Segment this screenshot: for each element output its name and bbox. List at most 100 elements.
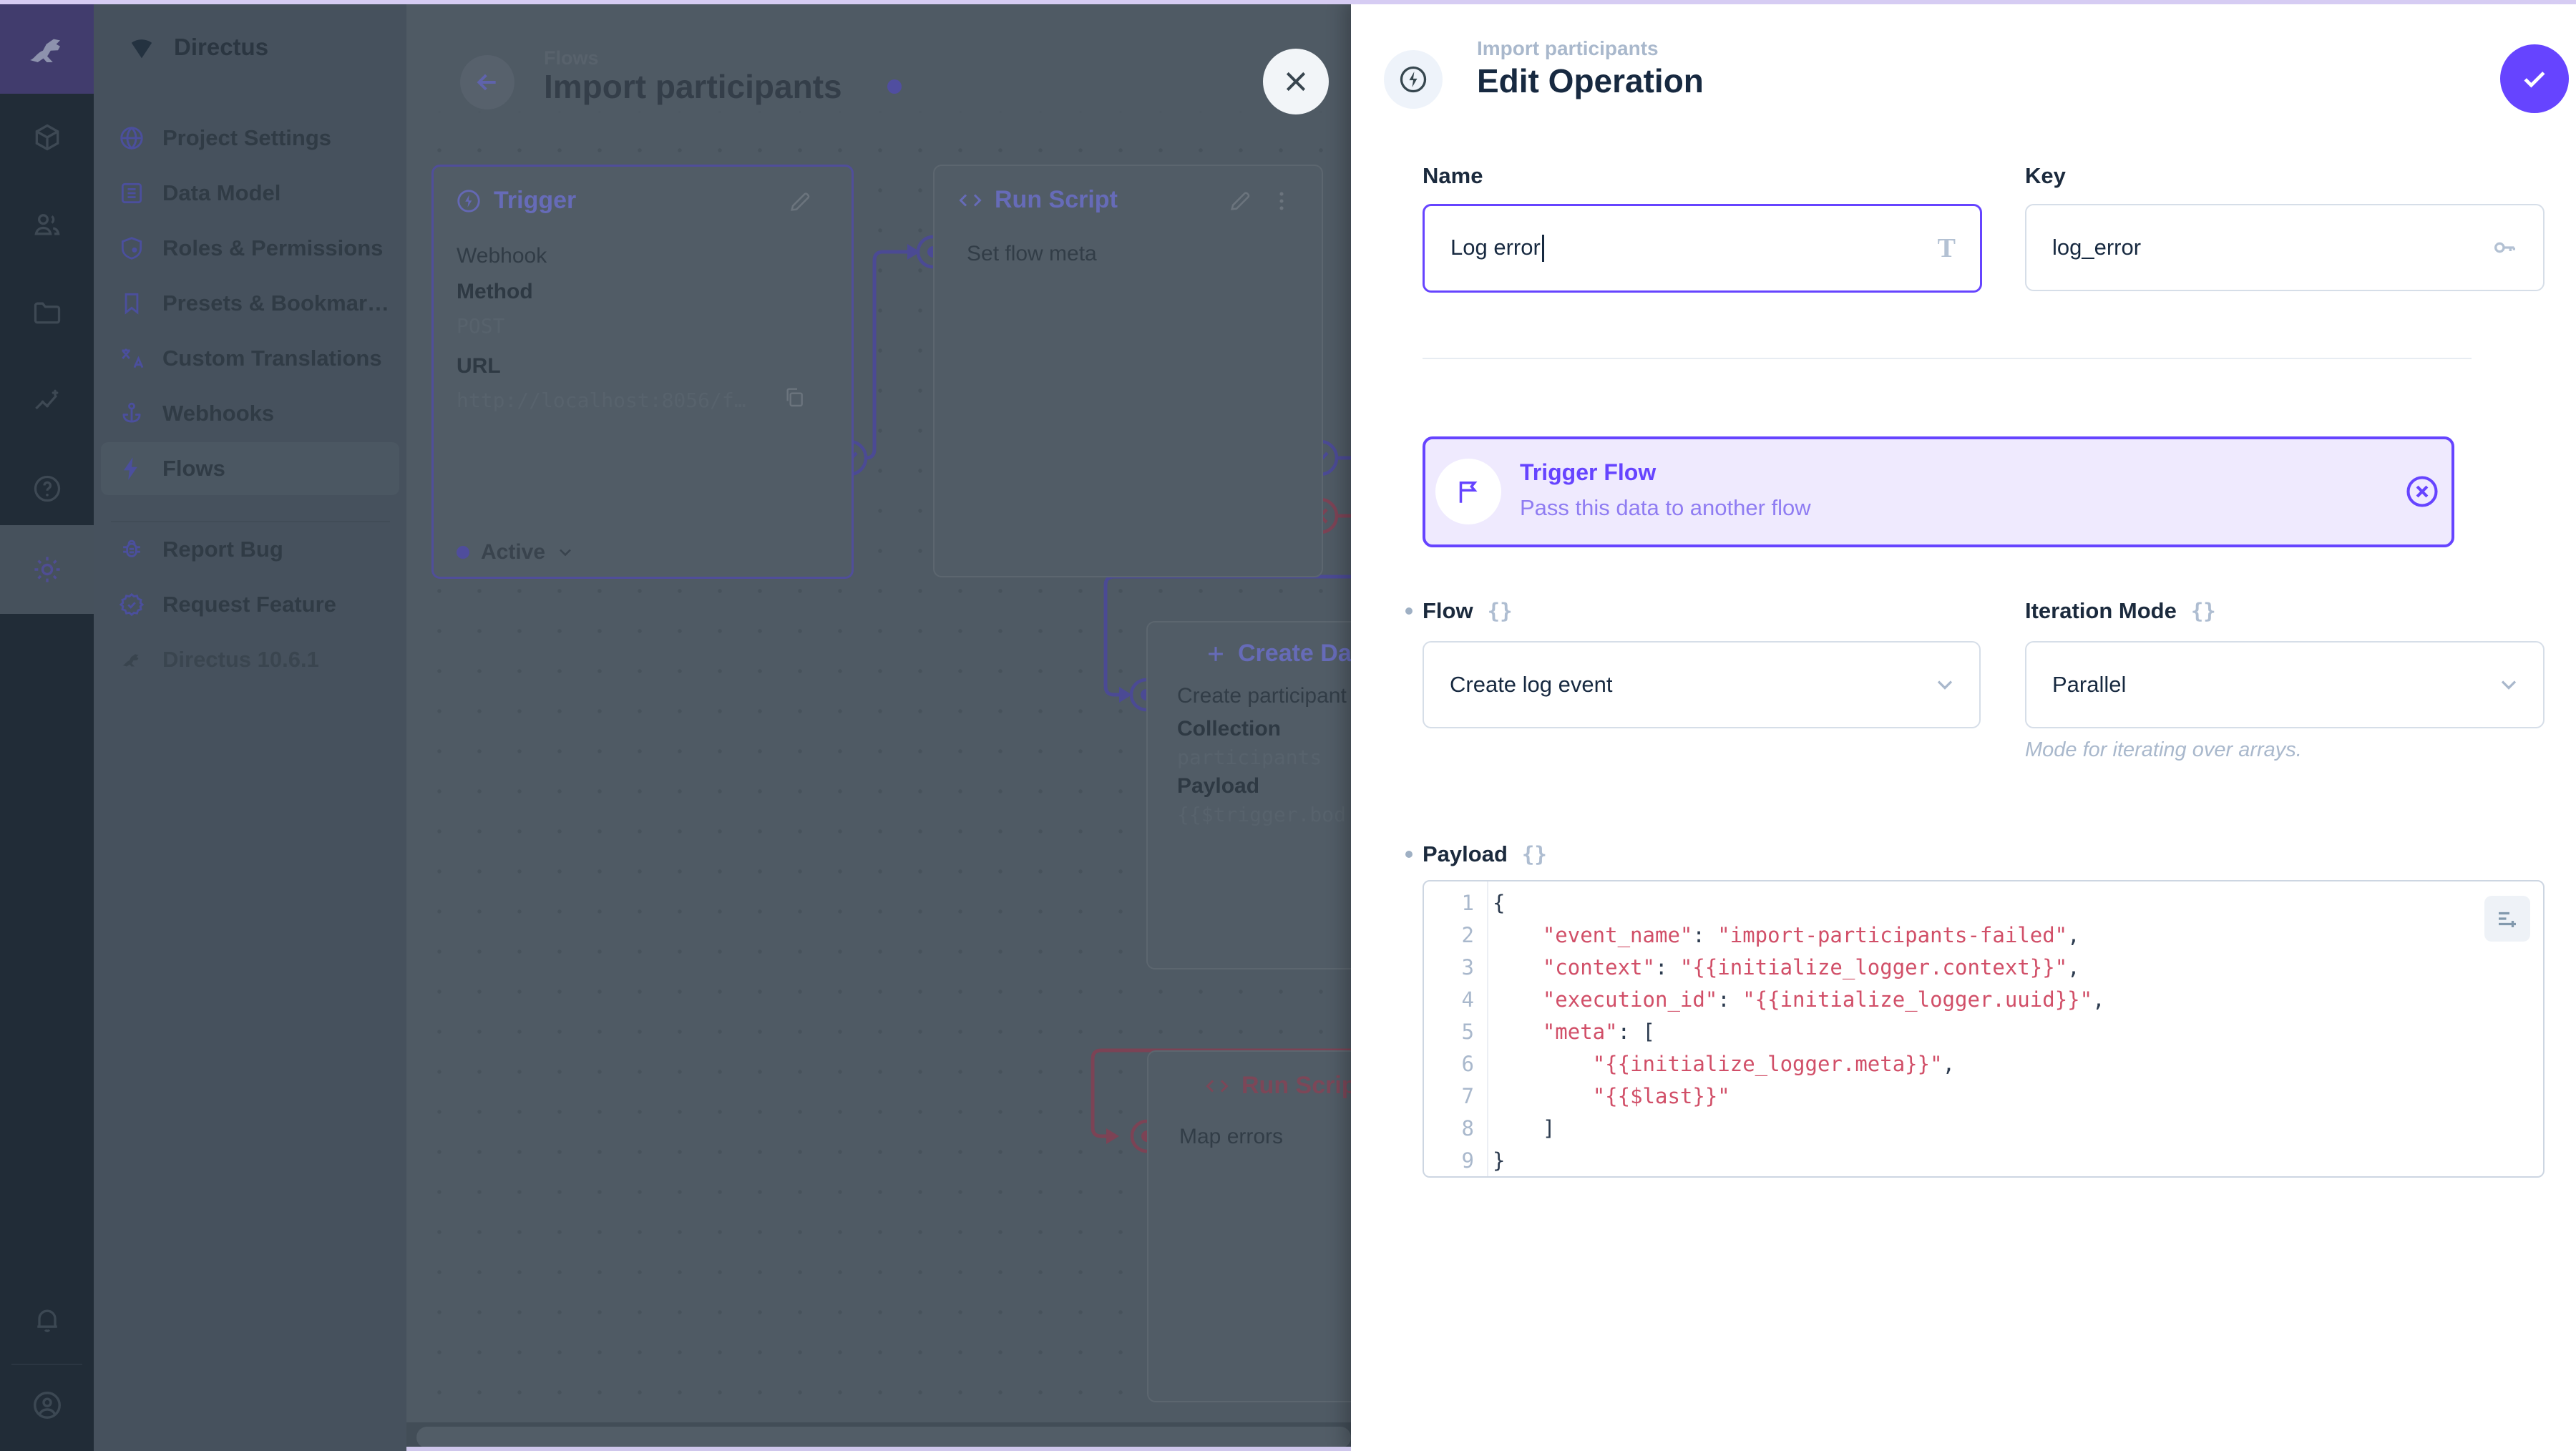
create-data-title: Create Data	[1204, 640, 1351, 668]
bookmark-icon	[125, 293, 139, 315]
bolt-circle-icon	[1400, 66, 1427, 93]
account-icon[interactable]	[0, 1365, 94, 1445]
text-caret	[1541, 235, 1544, 263]
save-button[interactable]	[2500, 44, 2569, 113]
line-number: 4	[1461, 987, 1474, 1012]
braces-icon[interactable]: {}	[1521, 842, 1547, 866]
top-accent-strip	[0, 0, 2576, 4]
sidebar-item-webhooks[interactable]: Webhooks	[101, 387, 399, 440]
version-label: Directus 10.6.1	[162, 647, 319, 672]
sidebar-item-data-model[interactable]: Data Model	[101, 167, 399, 220]
code-icon	[959, 193, 982, 207]
sidebar-item-report-bug[interactable]: Report Bug	[101, 523, 399, 576]
nav-sidebar: Directus Project Settings Data Model Rol…	[94, 4, 406, 1451]
files-module-icon[interactable]	[0, 269, 94, 356]
key-icon	[2490, 233, 2519, 262]
edit-operation-drawer: Import participants Edit Operation Name …	[1351, 0, 2576, 1451]
run-script-panel[interactable]: Run Script Set flow meta	[933, 165, 1323, 577]
edit-pencil-icon[interactable]	[1228, 189, 1252, 213]
shield-icon	[121, 237, 142, 260]
sidebar-item-request-feature[interactable]: Request Feature	[101, 578, 399, 631]
project-chooser[interactable]: Directus	[94, 4, 406, 90]
sidebar-item-flows[interactable]: Flows	[101, 442, 399, 495]
method-value: POST	[457, 314, 505, 338]
code-icon	[1206, 1079, 1229, 1093]
breadcrumb[interactable]: Flows	[544, 47, 599, 69]
sidebar-item-label: Report Bug	[162, 537, 283, 562]
chevron-down-icon	[1932, 672, 1958, 698]
kebab-menu-icon[interactable]	[1269, 189, 1294, 213]
iteration-mode-select[interactable]: Parallel	[2025, 641, 2545, 728]
line-number: 6	[1461, 1052, 1474, 1076]
trigger-panel[interactable]: Trigger Webhook Method POST URL http://l…	[431, 165, 854, 579]
arrow-left-icon	[477, 74, 496, 91]
collection-value: participants	[1177, 746, 1322, 769]
dismiss-icon[interactable]	[2404, 473, 2441, 510]
flow-select[interactable]: Create log event	[1423, 641, 1981, 728]
bug-icon	[123, 539, 140, 557]
help-icon[interactable]	[0, 445, 94, 532]
code-line: 5 "meta": [	[1424, 1016, 2543, 1048]
edit-pencil-icon[interactable]	[788, 190, 812, 214]
run-script-title: Run Script	[957, 186, 1118, 214]
card-title: Trigger Flow	[1520, 459, 1657, 485]
sidebar-item-project-settings[interactable]: Project Settings	[101, 112, 399, 165]
directus-logo[interactable]	[0, 4, 94, 94]
line-number: 2	[1461, 923, 1474, 947]
iteration-mode-label: Iteration Mode{}	[2025, 598, 2216, 623]
status-toggle[interactable]: Active	[457, 540, 575, 565]
sidebar-item-label: Presets & Bookmar…	[162, 290, 390, 316]
code-line: 6 "{{initialize_logger.meta}}",	[1424, 1048, 2543, 1080]
trigger-type: Webhook	[457, 244, 547, 268]
name-input[interactable]: Log error T	[1423, 204, 1982, 293]
name-value: Log error	[1450, 234, 1541, 260]
sidebar-item-custom-translations[interactable]: Custom Translations	[101, 332, 399, 385]
bottom-accent-strip	[406, 1447, 1351, 1451]
notifications-icon[interactable]	[0, 1276, 94, 1364]
payload-value: {{$trigger.bod	[1177, 803, 1347, 826]
chevron-down-icon	[2496, 672, 2522, 698]
trigger-flow-card[interactable]: Trigger Flow Pass this data to another f…	[1423, 436, 2454, 547]
copy-icon[interactable]	[783, 386, 806, 409]
iteration-value: Parallel	[2052, 672, 2127, 697]
bolt-icon	[123, 457, 137, 480]
module-bar	[0, 0, 94, 1451]
payload-label: Payload{}	[1405, 841, 1547, 867]
settings-module-icon[interactable]	[0, 525, 94, 614]
close-button[interactable]	[1263, 49, 1329, 114]
operation-name: Map errors	[1179, 1125, 1284, 1148]
chevron-down-icon	[560, 549, 571, 557]
payload-code-editor[interactable]: 1{2 "event_name": "import-participants-f…	[1423, 880, 2545, 1178]
divider	[11, 1364, 82, 1365]
anchor-icon	[122, 402, 141, 423]
key-label: Key	[2025, 163, 2066, 188]
drawer-title: Edit Operation	[1477, 62, 1704, 99]
sidebar-item-label: Roles & Permissions	[162, 235, 384, 260]
key-input[interactable]: log_error	[2025, 204, 2545, 291]
raw-editor-toggle[interactable]	[2484, 896, 2530, 942]
translate-icon	[122, 348, 144, 368]
code-line: 8 ]	[1424, 1113, 2543, 1145]
active-dot	[457, 546, 469, 559]
braces-icon[interactable]: {}	[1487, 599, 1513, 623]
app-version: Directus 10.6.1	[101, 633, 399, 686]
sidebar-item-presets-bookmarks[interactable]: Presets & Bookmar…	[101, 277, 399, 330]
flow-canvas[interactable]: Flows Import participants	[406, 4, 1351, 1451]
method-label: Method	[457, 280, 533, 303]
page-title: Import participants	[544, 68, 842, 105]
back-button[interactable]	[460, 55, 514, 109]
insights-module-icon[interactable]	[0, 357, 94, 444]
divider	[1423, 358, 2472, 359]
trigger-bolt-icon	[457, 189, 480, 212]
content-module-icon[interactable]	[0, 94, 94, 181]
code-line: 3 "context": "{{initialize_logger.contex…	[1424, 952, 2543, 984]
braces-icon[interactable]: {}	[2190, 599, 2216, 623]
flow-label: Flow{}	[1405, 598, 1513, 624]
create-data-panel[interactable]: Create Data Create participant Collectio…	[1146, 621, 1351, 969]
sidebar-item-roles-permissions[interactable]: Roles & Permissions	[101, 222, 399, 275]
map-errors-panel[interactable]: Run Script Map errors	[1147, 1050, 1351, 1402]
users-module-icon[interactable]	[0, 181, 94, 268]
h-scrollbar-thumb[interactable]	[416, 1427, 1351, 1448]
operation-icon	[1384, 50, 1443, 109]
